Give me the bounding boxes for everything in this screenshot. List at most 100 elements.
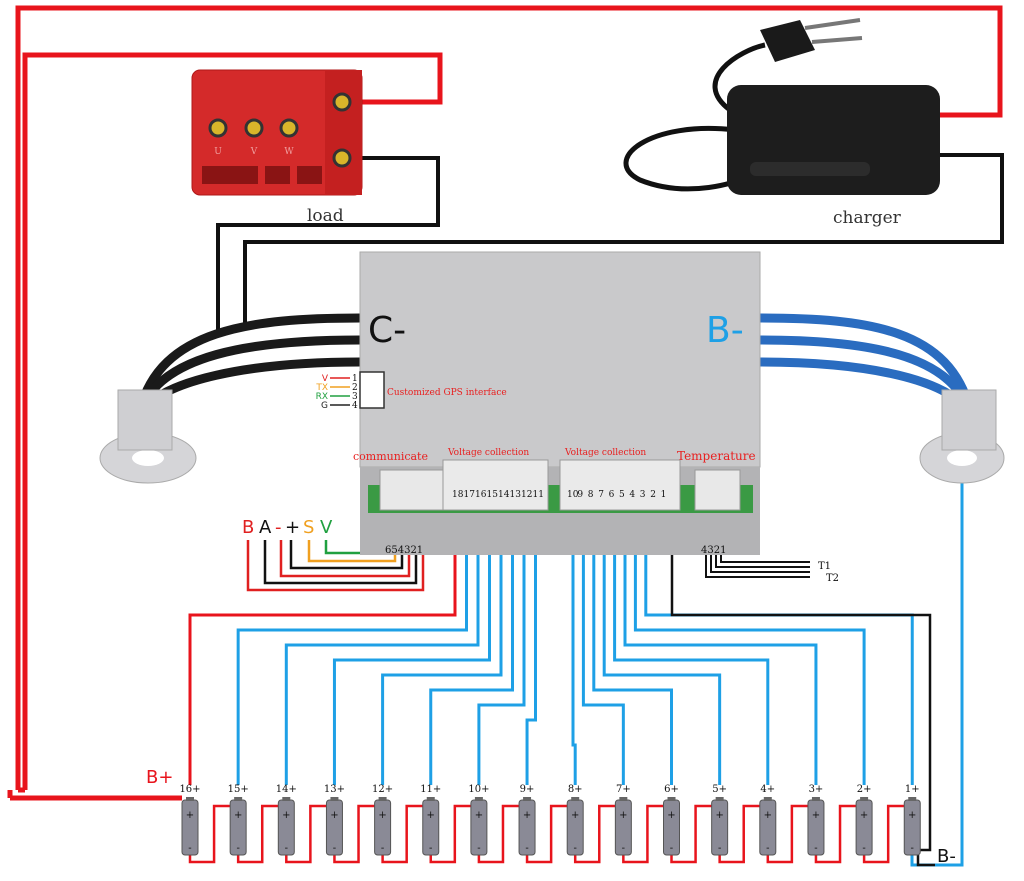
connector1-pin-label: 17	[464, 490, 476, 500]
cell-link-wire	[333, 804, 383, 864]
cell-minus-sign: -	[381, 843, 384, 854]
temp-pin-numbers: 4321	[701, 545, 726, 556]
cell-link-wire	[814, 804, 865, 864]
cell-minus-sign: -	[236, 843, 239, 854]
gps-pin-name: RX	[316, 392, 328, 402]
cell-minus-sign: -	[718, 843, 721, 854]
cell-minus-sign: -	[477, 843, 480, 854]
cell-plus-sign: +	[812, 810, 820, 821]
battery-cells: 16++-15++-14++-13++-12++-11++-10++-9++-8…	[179, 784, 921, 856]
comm-pin-name: -	[275, 517, 282, 538]
cell-link-wire	[862, 804, 913, 864]
connector2-pin-label: 5	[619, 490, 625, 500]
charger	[623, 18, 940, 195]
cell-link-wire	[525, 804, 576, 864]
sense-wire	[477, 500, 526, 785]
cell-label: 6+	[664, 784, 679, 795]
cell-minus-sign: -	[429, 843, 432, 854]
comm-pin-name: B	[242, 517, 254, 538]
b-plus-load-wire	[22, 52, 443, 790]
connector2-pin-label: 2	[650, 490, 656, 500]
sense-wire	[236, 500, 468, 785]
cell-plus-sign: +	[378, 810, 386, 821]
connector2-pin-label: 9	[577, 490, 583, 500]
cell-minus-sign: -	[574, 843, 577, 854]
cell-link-wire	[381, 804, 431, 864]
connector1-pin-label: 14	[498, 490, 510, 500]
cell-plus-sign: +	[619, 810, 627, 821]
cell-label: 15+	[228, 784, 249, 795]
cell-plus-sign: +	[186, 810, 194, 821]
motor-u-label: U	[214, 147, 222, 157]
cell-minus-sign: -	[622, 843, 625, 854]
cell-label: 16+	[179, 784, 200, 795]
cell-link-wire	[285, 804, 335, 864]
cell-minus-sign: -	[862, 843, 865, 854]
cell-terminal	[523, 797, 532, 801]
motor-w-label: W	[284, 147, 294, 157]
sense-wire	[592, 500, 673, 785]
cell-terminal	[908, 797, 917, 801]
gps-pin-name: TX	[315, 383, 328, 393]
cell-plus-sign: +	[523, 810, 531, 821]
connector1-pin-label: 13	[510, 490, 522, 500]
cell-terminal	[619, 797, 628, 801]
comm-pin-name: +	[285, 517, 300, 538]
cell-link-wire	[477, 804, 528, 864]
load-controller: U V W	[191, 69, 363, 196]
sense-wire	[429, 500, 514, 785]
charger-label: charger	[833, 208, 902, 228]
sense-wire	[284, 500, 480, 785]
b-plus-label: B+	[146, 767, 173, 788]
cell-terminal	[282, 797, 291, 801]
connector2-pin-label: 7	[598, 490, 604, 500]
cell-plus-sign: +	[475, 810, 483, 821]
cell-minus-sign: -	[285, 843, 288, 854]
comm-pin-name: A	[259, 517, 272, 538]
cell-label: 4+	[760, 784, 775, 795]
b-plus-join	[7, 787, 25, 798]
b-minus-reference-wire	[670, 500, 932, 852]
gps-pin-number: 1	[352, 374, 358, 384]
connector2-pin-label: 4	[629, 490, 635, 500]
voltage-collection-label-2: Voltage collection	[564, 448, 646, 458]
sense-wire	[188, 500, 457, 785]
cell-label: 12+	[372, 784, 393, 795]
cell-label: 9+	[520, 784, 535, 795]
cell-plus-sign: +	[282, 810, 290, 821]
cell-terminal	[763, 797, 772, 801]
cell-label: 2+	[857, 784, 872, 795]
cell-plus-sign: +	[571, 810, 579, 821]
cell-minus-sign: -	[670, 843, 673, 854]
cell-link-wire	[236, 804, 287, 864]
cell-plus-sign: +	[715, 810, 723, 821]
gps-pin-name: V	[322, 374, 329, 384]
cell-link-wire	[718, 804, 768, 864]
sense-wire	[381, 500, 503, 785]
cell-terminal	[234, 797, 243, 801]
cell-terminal	[378, 797, 387, 801]
b-minus-pack-label: B-	[937, 846, 956, 867]
sense-wire	[571, 500, 577, 785]
connector1-pin-label: 18	[452, 490, 464, 500]
comm-pin-numbers: 654321	[385, 545, 423, 556]
cell-minus-sign: -	[766, 843, 769, 854]
cell-terminal	[330, 797, 339, 801]
load-label: load	[307, 206, 344, 226]
voltage-collection-label-1: Voltage collection	[447, 448, 529, 458]
cell-minus-sign: -	[911, 843, 914, 854]
cell-link-wire	[766, 804, 816, 864]
load-negative-wire	[216, 156, 440, 335]
connector2-pin-label: 6	[609, 490, 615, 500]
cell-link-wire	[622, 804, 672, 864]
cell-plus-sign: +	[908, 810, 916, 821]
b-minus-sense-wire	[910, 480, 964, 867]
cell-terminal	[860, 797, 869, 801]
temperature-label: Temperature	[677, 449, 756, 463]
cell-label: 5+	[712, 784, 727, 795]
connector2-pin-label: 10	[567, 490, 579, 500]
connector1-pin-label: 11	[533, 490, 544, 500]
cell-link-wire	[188, 804, 239, 864]
